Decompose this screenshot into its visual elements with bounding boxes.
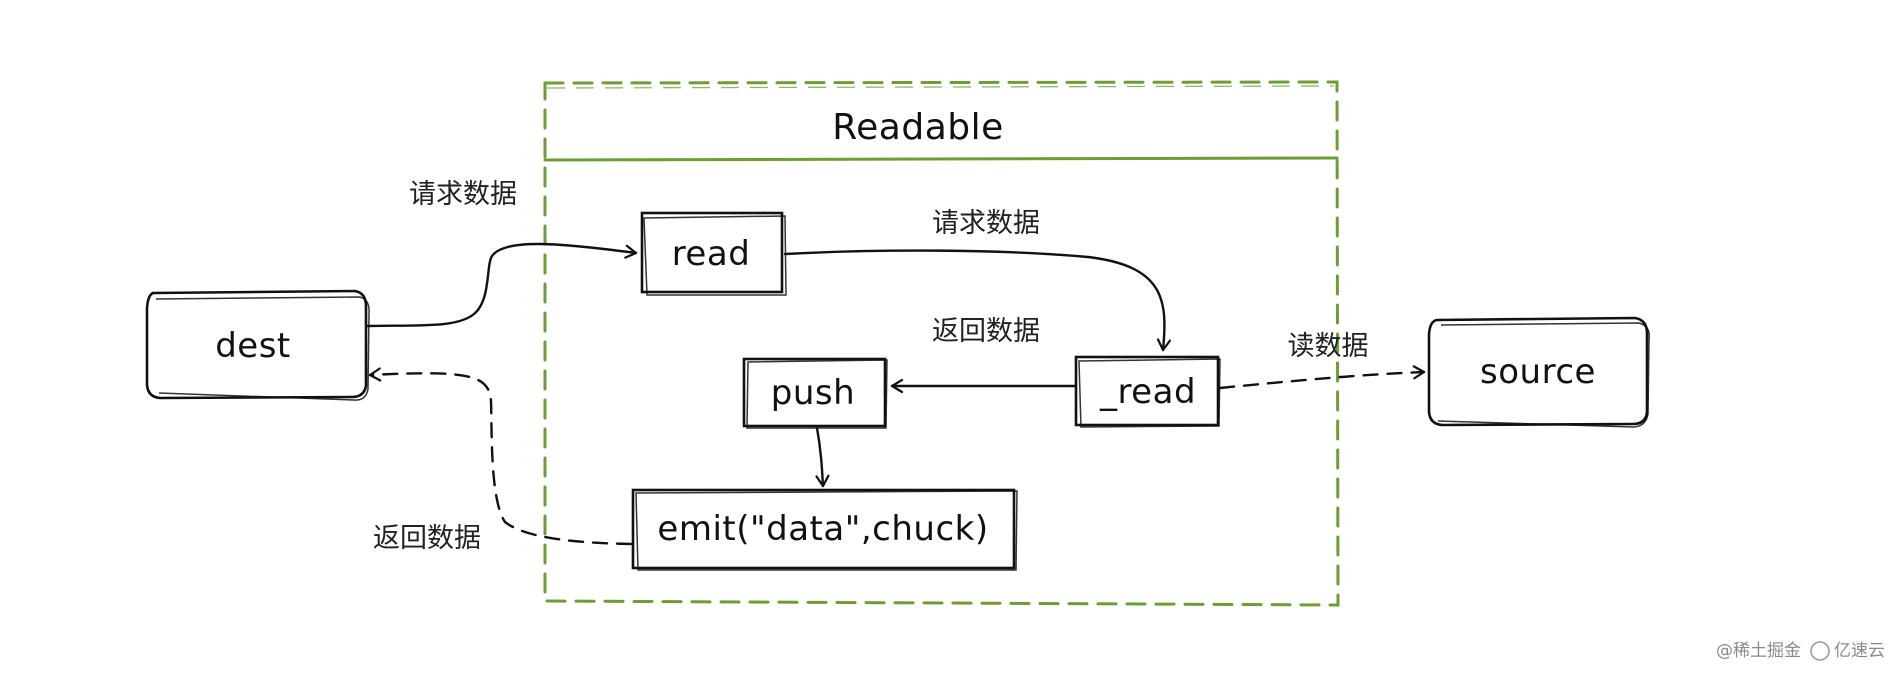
edge-read-to-_read: 请求数据 xyxy=(783,208,1172,352)
read-label: read xyxy=(672,234,751,274)
cloud-icon xyxy=(1810,641,1830,661)
_read-node: _read xyxy=(1074,355,1221,428)
edge-_read-to-push: 返回数据 xyxy=(890,316,1077,394)
edge-dest-to-read: 请求数据 xyxy=(365,179,638,328)
dest-node: dest xyxy=(145,289,370,401)
edge-emit-to-dest: 返回数据 xyxy=(368,367,633,554)
watermark-text-2: 亿速云 xyxy=(1834,641,1885,661)
readable-title: Readable xyxy=(832,107,1004,148)
watermark: @稀土掘金 亿速云 xyxy=(1716,641,1885,661)
emit-node: emit("data",chuck) xyxy=(631,488,1018,571)
edge-emit-to-dest-label: 返回数据 xyxy=(373,523,481,554)
edge-push-to-emit xyxy=(815,426,830,488)
_read-label: _read xyxy=(1099,372,1196,412)
edge-read-to-_read-label: 请求数据 xyxy=(932,208,1040,239)
edge-_read-to-source-label: 读数据 xyxy=(1288,331,1369,362)
push-node: push xyxy=(742,357,888,429)
readable-container: Readable xyxy=(543,80,1340,607)
source-label: source xyxy=(1480,352,1596,392)
edge-dest-to-read-label: 请求数据 xyxy=(409,179,517,210)
emit-label: emit("data",chuck) xyxy=(657,509,988,549)
dest-label: dest xyxy=(215,326,291,366)
edge-_read-to-push-label: 返回数据 xyxy=(932,316,1040,347)
edge-_read-to-source: 读数据 xyxy=(1218,331,1426,390)
read-node: read xyxy=(640,211,787,296)
push-label: push xyxy=(771,373,855,413)
watermark-text-1: @稀土掘金 xyxy=(1716,641,1801,661)
source-node: source xyxy=(1427,316,1651,428)
